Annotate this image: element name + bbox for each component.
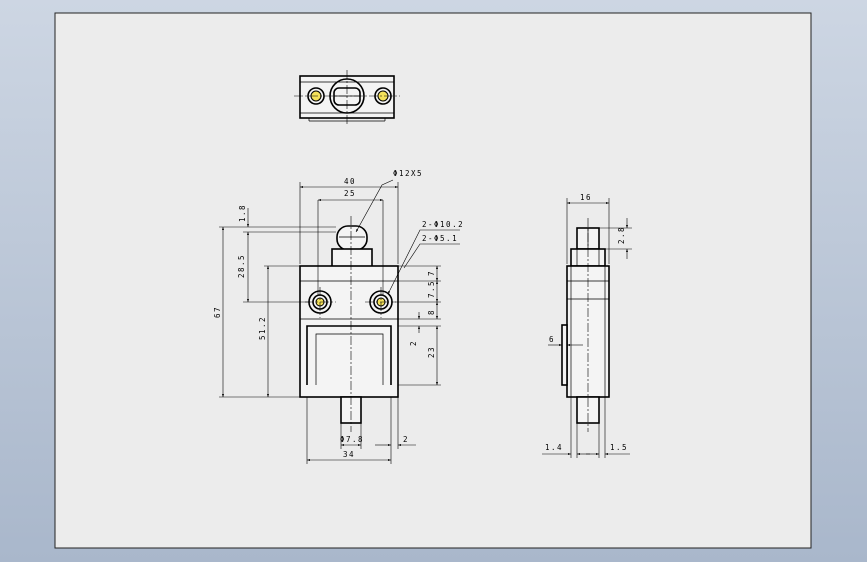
dim-text-51-2: 51.2 [258, 316, 267, 340]
dim-text-67: 67 [213, 306, 222, 318]
dim-text-1-4: 1.4 [545, 443, 563, 452]
dim-text-34: 34 [343, 450, 355, 459]
dim-text-plunger-dia: Φ7.8 [340, 435, 364, 444]
dim-text-hole-outer: 2-Φ10.2 [422, 220, 464, 229]
dim-text-roller-dia: Φ12X5 [393, 169, 423, 178]
side-view-tab [561, 324, 568, 386]
dim-text-step-2: 2 [403, 435, 409, 444]
front-view: 40 25 Φ12X5 2-Φ10.2 2-Φ5.1 67 1.8 28.5 5… [213, 169, 464, 464]
dim-text-1-5: 1.5 [610, 443, 628, 452]
dim-text-6: 6 [549, 335, 555, 344]
dim-text-28-5: 28.5 [237, 254, 246, 278]
dim-text-right-7-5: 7.5 [427, 280, 436, 298]
front-view-plunger-head [331, 248, 373, 268]
dim-text-40: 40 [344, 177, 356, 186]
front-view-channel [306, 325, 392, 385]
leader-roller-dia [355, 179, 394, 233]
dim-text-1-8: 1.8 [238, 204, 247, 222]
dim-text-16: 16 [580, 193, 592, 202]
dim-text-right-7: 7 [427, 270, 436, 276]
dim-text-right-8: 8 [427, 309, 436, 315]
dim-text-right-2: 2 [409, 340, 418, 346]
top-view [294, 70, 400, 124]
front-view-roller [336, 225, 368, 251]
leader-hole [387, 229, 460, 295]
drawing-sheet [54, 12, 812, 549]
dim-text-25: 25 [344, 189, 356, 198]
dim-text-2-8: 2.8 [617, 226, 626, 244]
side-view: 16 2.8 6 1.4 1.5 [542, 193, 632, 458]
dim-text-hole-inner: 2-Φ5.1 [422, 234, 458, 243]
dim-text-right-23: 23 [427, 346, 436, 358]
